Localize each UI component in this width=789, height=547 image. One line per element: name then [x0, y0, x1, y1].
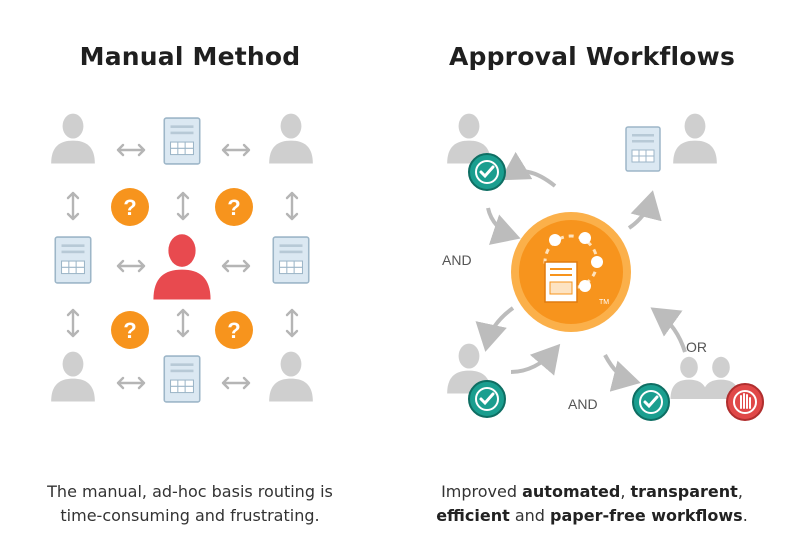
document-icon-left [54, 236, 92, 284]
double-arrow-icon [116, 259, 146, 273]
double-arrow-icon [176, 308, 190, 338]
double-arrow-icon [176, 191, 190, 221]
central-person-icon [153, 234, 211, 300]
double-arrow-icon [221, 376, 251, 390]
approval-workflows-title: Approval Workflows [448, 42, 736, 71]
question-mark-icon: ? [215, 311, 253, 349]
approval-workflows-diagram: TM AND [442, 113, 764, 421]
flow-arrow [486, 207, 521, 245]
svg-text:?: ? [227, 318, 240, 343]
workflow-engine-icon: TM [511, 212, 631, 332]
manual-method-panel: Manual Method ? [0, 0, 380, 547]
caption-line-2: efficient and paper-free workflows. [436, 506, 748, 525]
approval-workflows-panel: Approval Workflows TM [395, 0, 789, 547]
approved-check-icon [632, 383, 670, 421]
and-label: AND [568, 396, 598, 412]
or-label: OR [686, 339, 707, 355]
recipient-icon-top-right [673, 113, 717, 164]
flow-arrow [500, 151, 557, 188]
approved-check-icon [468, 380, 506, 418]
flow-arrow [603, 354, 641, 392]
caption-line-1: The manual, ad-hoc basis routing is [47, 482, 333, 501]
flow-arrow [475, 306, 515, 352]
caption-line-2: time-consuming and frustrating. [60, 506, 320, 525]
double-arrow-icon [66, 308, 80, 338]
double-arrow-icon [285, 308, 299, 338]
flow-arrow [510, 343, 561, 376]
manual-method-title: Manual Method [79, 42, 301, 71]
question-mark-icon: ? [111, 311, 149, 349]
and-label: AND [442, 252, 472, 268]
double-arrow-icon [66, 191, 80, 221]
person-icon-top-left [51, 113, 95, 164]
document-icon-bottom [163, 355, 201, 403]
double-arrow-icon [116, 376, 146, 390]
question-mark-icon: ? [111, 188, 149, 226]
flow-arrow [650, 307, 687, 353]
svg-text:?: ? [227, 195, 240, 220]
double-arrow-icon [221, 259, 251, 273]
approved-check-icon [468, 153, 506, 191]
caption-line-1: Improved automated, transparent, [441, 482, 743, 501]
approver-icon-group-left [670, 356, 708, 399]
manual-method-diagram: ? ? ? ? [51, 113, 313, 403]
document-icon [625, 126, 661, 172]
double-arrow-icon [116, 143, 146, 157]
document-icon-right [272, 236, 310, 284]
svg-text:TM: TM [599, 299, 609, 306]
person-icon-top-right [269, 113, 313, 164]
svg-text:?: ? [123, 195, 136, 220]
double-arrow-icon [221, 143, 251, 157]
manual-method-caption: The manual, ad-hoc basis routing is time… [0, 480, 380, 528]
svg-text:?: ? [123, 318, 136, 343]
person-icon-bottom-left [51, 351, 95, 402]
double-arrow-icon [285, 191, 299, 221]
person-icon-bottom-right [269, 351, 313, 402]
approval-workflows-caption: Improved automated, transparent, efficie… [395, 480, 789, 528]
flow-arrow [627, 190, 662, 230]
document-icon-top [163, 117, 201, 165]
question-mark-icon: ? [215, 188, 253, 226]
rejected-stop-hand-icon [726, 383, 764, 421]
